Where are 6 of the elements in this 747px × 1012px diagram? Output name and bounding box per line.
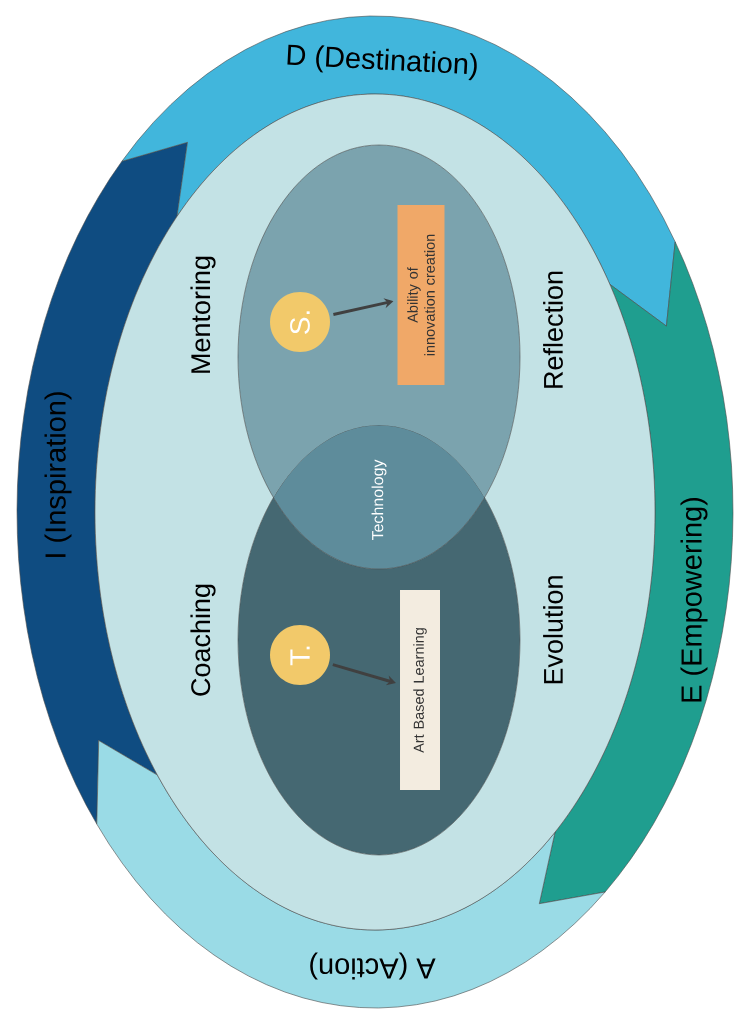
stage-label: Evolution (543, 576, 563, 684)
stage-label: Coaching (190, 584, 216, 696)
text-box: Ability of innovation creation (397, 205, 445, 385)
text-box: Art Based Learning (400, 590, 440, 790)
overlap-label: Technology (371, 459, 387, 541)
ring-segment: I (Inspiration) (16, 142, 188, 825)
